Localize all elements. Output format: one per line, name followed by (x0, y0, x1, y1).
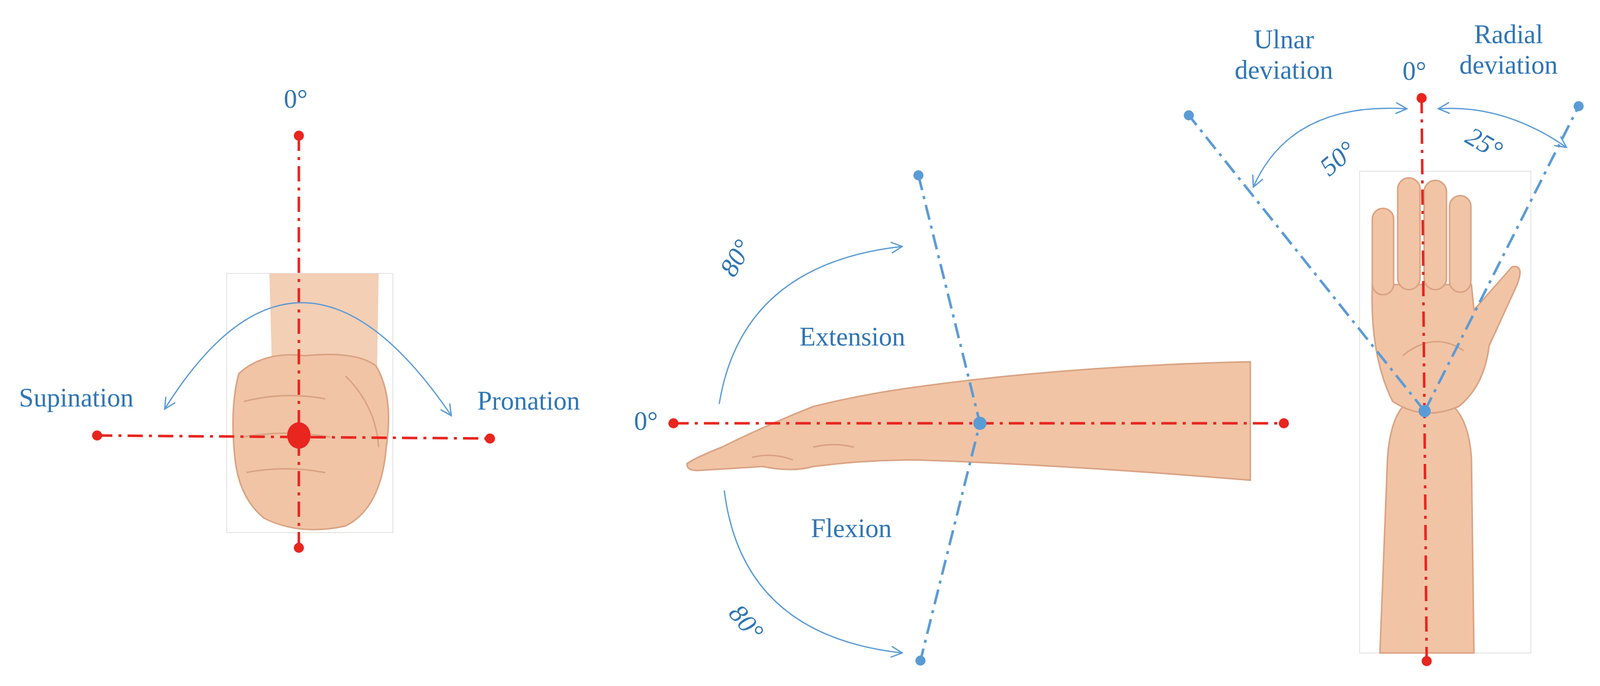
angle-label: 0° (1402, 55, 1427, 87)
motion-label: Flexion (811, 513, 892, 544)
angle-label: 0° (634, 406, 659, 437)
arm-illustration (687, 361, 1251, 481)
axis-lines (1183, 93, 1584, 667)
motion-label: Pronation (477, 385, 580, 417)
angle-label: 50° (1313, 135, 1362, 183)
angle-label: 0° (284, 83, 309, 115)
axis-lines (91, 130, 496, 553)
fist-illustration (226, 273, 393, 533)
axis-lines (668, 170, 1289, 666)
angle-label: 25° (1460, 120, 1509, 166)
motion-label: Ulnar deviation (1222, 24, 1345, 86)
angle-label: 80° (713, 234, 759, 283)
hand-illustration (1359, 171, 1531, 654)
motion-label: Extension (799, 321, 906, 353)
motion-label: Radial deviation (1447, 19, 1570, 81)
motion-label: Supination (18, 382, 134, 414)
angle-label: 80° (722, 598, 771, 647)
